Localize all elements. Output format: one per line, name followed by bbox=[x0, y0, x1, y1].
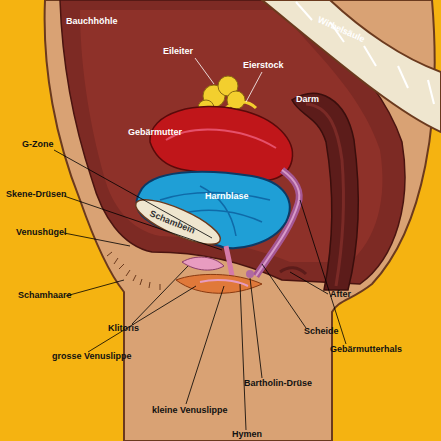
part-label: Eierstock bbox=[243, 60, 284, 71]
leader-lines bbox=[54, 58, 346, 430]
leader-line bbox=[132, 266, 188, 324]
vertebra-mark bbox=[398, 66, 408, 88]
leader-line bbox=[64, 233, 130, 246]
leader-line bbox=[66, 280, 124, 296]
pubic-hair bbox=[107, 252, 160, 290]
part-label: Venushügel bbox=[16, 227, 67, 238]
vertebra-marks bbox=[296, 2, 434, 104]
leader-line bbox=[300, 200, 346, 344]
clitoris bbox=[182, 257, 224, 270]
spine bbox=[262, 0, 441, 132]
intestine-shade bbox=[306, 104, 344, 286]
part-label: Bauchhöhle bbox=[66, 16, 118, 27]
vertebra-mark bbox=[428, 80, 434, 104]
part-label: kleine Venuslippe bbox=[152, 405, 228, 416]
vertebra-mark bbox=[364, 46, 376, 66]
leader-line bbox=[195, 58, 214, 84]
part-label: Klitoris bbox=[108, 323, 139, 334]
uterus-cavity bbox=[166, 130, 276, 148]
part-label: Hymen bbox=[232, 429, 262, 440]
part-label: Darm bbox=[296, 94, 319, 105]
part-label: After bbox=[330, 289, 351, 300]
labia-inner bbox=[200, 280, 248, 286]
part-label: Eileiter bbox=[163, 46, 193, 57]
leader-line bbox=[290, 272, 328, 294]
vertebra-mark bbox=[296, 2, 312, 20]
anus bbox=[280, 268, 306, 274]
urethra bbox=[226, 246, 232, 276]
part-label: Gebärmutter bbox=[128, 127, 182, 138]
part-label: Scheide bbox=[304, 326, 339, 337]
leader-line bbox=[88, 286, 196, 352]
part-label: Gebärmutterhals bbox=[330, 344, 402, 355]
part-label: Schamhaare bbox=[18, 290, 72, 301]
part-label: Bartholin-Drüse bbox=[244, 378, 312, 389]
part-label: G-Zone bbox=[22, 139, 54, 150]
hair-strokes bbox=[107, 252, 160, 290]
leader-line bbox=[246, 72, 262, 102]
bartholin-gland bbox=[246, 270, 254, 278]
leader-line bbox=[240, 284, 246, 430]
leader-line bbox=[54, 150, 212, 238]
part-label: Harnblase bbox=[205, 191, 249, 202]
leader-line bbox=[64, 196, 222, 250]
uterus bbox=[150, 107, 293, 181]
leader-line bbox=[186, 286, 224, 404]
ovary-fringe bbox=[226, 102, 256, 108]
part-label: grosse Venuslippe bbox=[52, 351, 132, 362]
part-label: Skene-Drüsen bbox=[6, 189, 67, 200]
part-label: Schambein bbox=[148, 208, 197, 236]
leader-line bbox=[250, 278, 262, 378]
part-label: Wirbelsäule bbox=[316, 14, 367, 45]
leader-line bbox=[262, 264, 306, 328]
